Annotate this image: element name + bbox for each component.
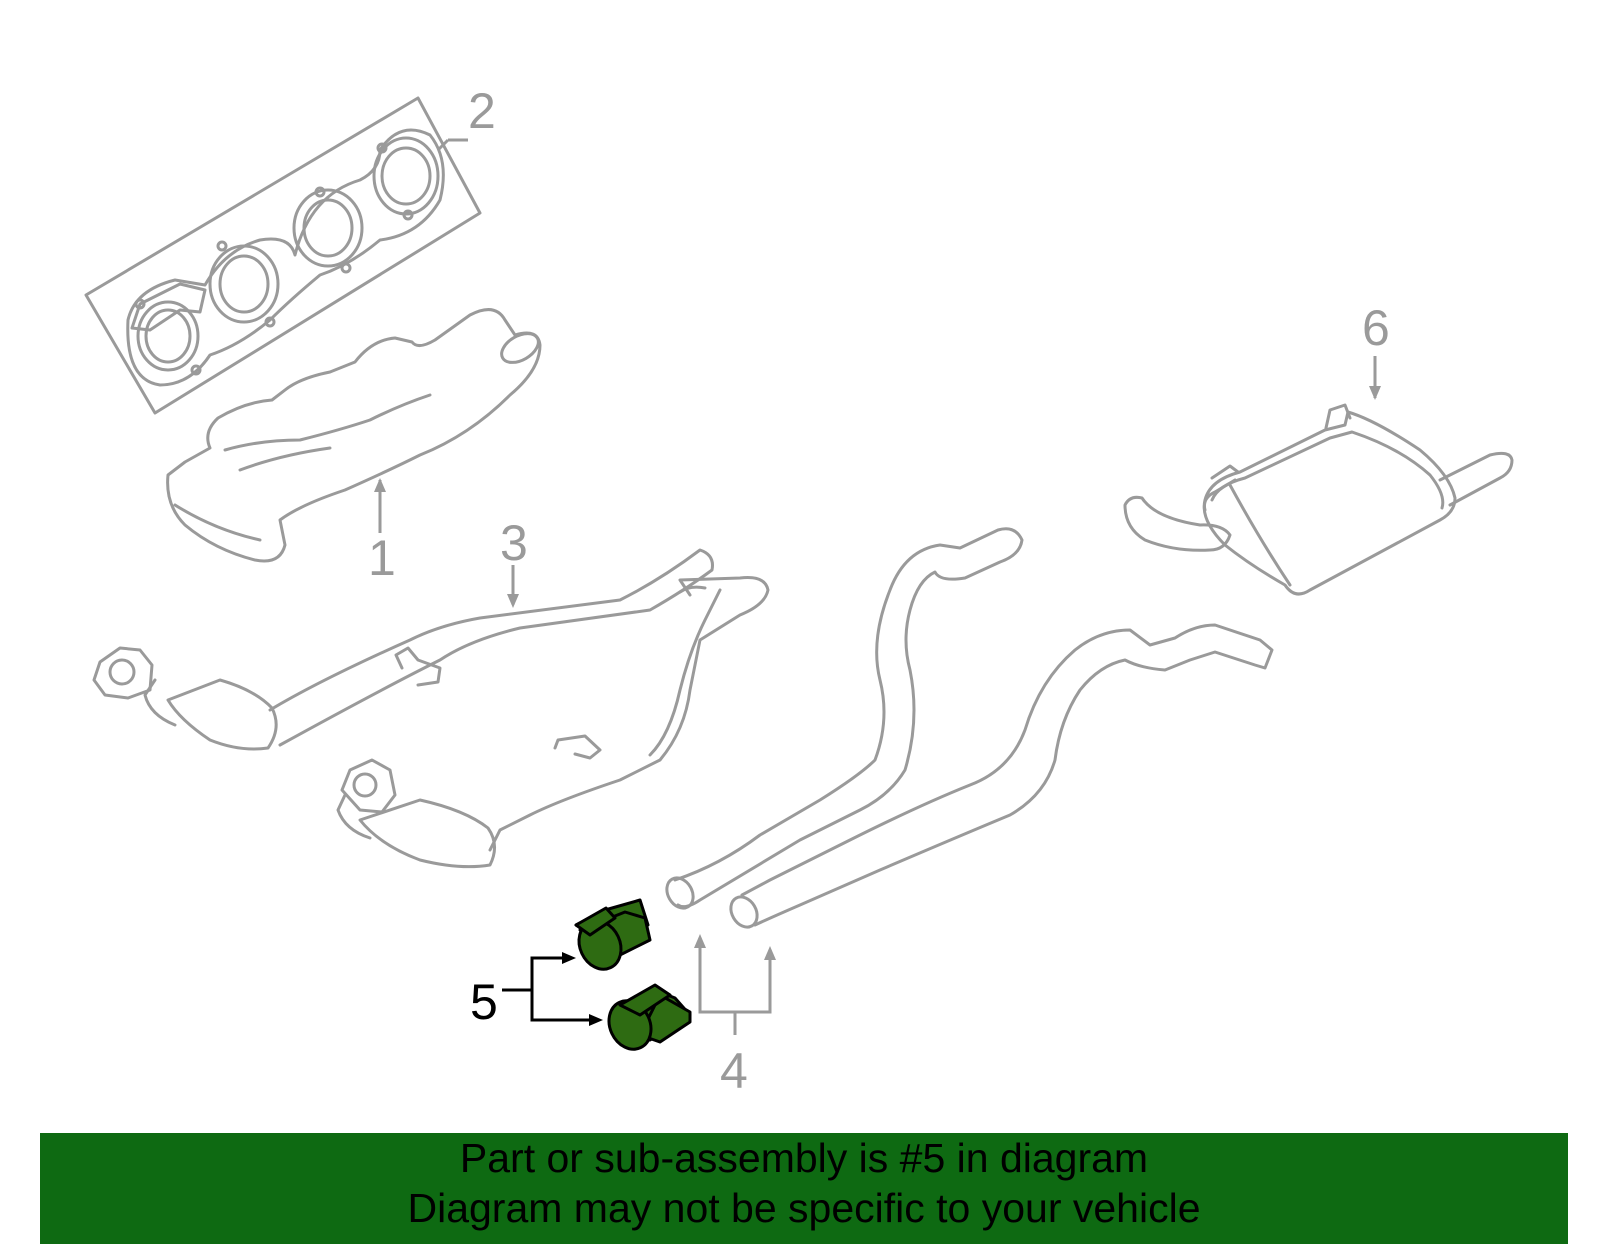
part-2-gasket[interactable] [84, 96, 482, 415]
part-5-tip-upper[interactable] [571, 898, 652, 976]
callout-1[interactable]: 1 [368, 530, 396, 586]
callout-1-leader [374, 478, 386, 533]
part-5-tip-lower[interactable] [601, 983, 692, 1056]
part-3-front-pipe[interactable] [92, 548, 770, 869]
callout-4[interactable]: 4 [720, 1043, 748, 1099]
callout-3-leader [507, 565, 519, 608]
banner-line-1: Part or sub-assembly is #5 in diagram [459, 1135, 1149, 1181]
banner-line-2: Diagram may not be specific to your vehi… [407, 1185, 1201, 1231]
part-4-rear-pipes[interactable] [662, 527, 1274, 932]
callout-2-leader [436, 138, 468, 152]
callout-4-leader [694, 934, 776, 1035]
callout-6[interactable]: 6 [1362, 300, 1390, 356]
callout-5-leader [502, 952, 603, 1026]
callout-2[interactable]: 2 [468, 83, 496, 139]
part-1-exhaust-manifold[interactable] [166, 308, 544, 563]
callout-5[interactable]: 5 [470, 974, 498, 1030]
info-banner: Part or sub-assembly is #5 in diagram Di… [40, 1133, 1568, 1244]
callout-6-leader [1369, 356, 1381, 400]
part-6-muffler[interactable] [1123, 403, 1514, 596]
part-5-exhaust-tips[interactable] [571, 898, 692, 1056]
callout-3[interactable]: 3 [500, 515, 528, 571]
